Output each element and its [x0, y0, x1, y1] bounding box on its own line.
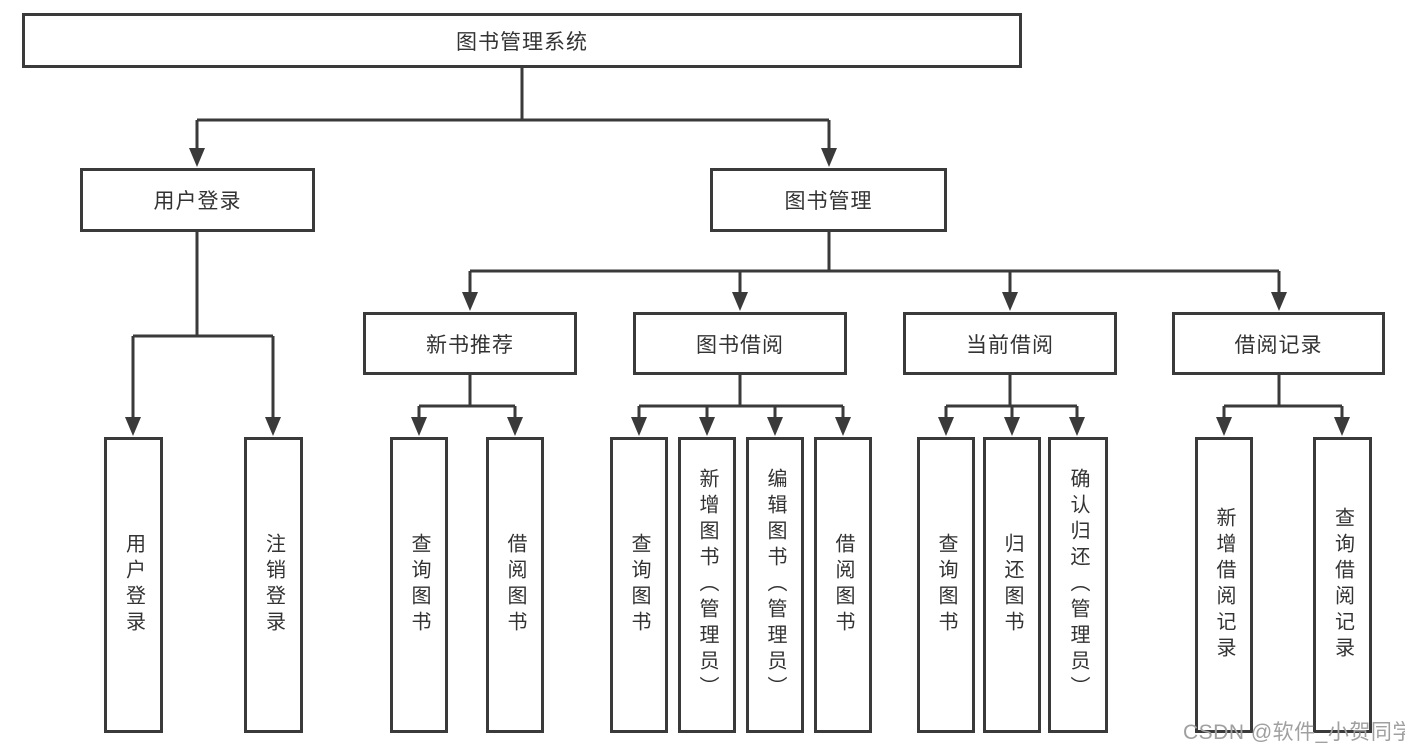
node-user-login-branch: 用户登录	[80, 168, 315, 232]
node-root-label: 图书管理系统	[456, 30, 588, 54]
node-book-borrowing-label: 图书借阅	[696, 333, 784, 357]
node-leaf-add-borrow-record: 新增借阅记录	[1195, 437, 1253, 733]
node-current-borrowing: 当前借阅	[903, 312, 1117, 375]
node-book-management-branch-label: 图书管理	[784, 190, 873, 213]
node-leaf-logout: 注销登录	[244, 437, 303, 733]
node-current-borrowing-label: 当前借阅	[966, 333, 1054, 357]
node-new-book-recommend-label: 新书推荐	[426, 333, 514, 357]
node-borrowing-records: 借阅记录	[1172, 312, 1385, 375]
node-root-system: 图书管理系统	[22, 13, 1022, 68]
node-book-management-branch: 图书管理	[710, 168, 947, 232]
node-leaf-user-login: 用户登录	[104, 437, 163, 733]
node-book-borrowing: 图书借阅	[633, 312, 847, 375]
node-leaf-query-borrow-record: 查询借阅记录	[1313, 437, 1372, 733]
node-new-book-recommend: 新书推荐	[363, 312, 577, 375]
node-borrowing-records-label: 借阅记录	[1234, 333, 1323, 357]
node-leaf-return-books: 归还图书	[983, 437, 1041, 733]
node-user-login-branch-label: 用户登录	[153, 190, 242, 213]
node-leaf-query-books-borrowing: 查询图书	[610, 437, 668, 733]
node-leaf-query-books-current: 查询图书	[917, 437, 975, 733]
node-leaf-add-books-admin: 新增图书（管理员）	[678, 437, 736, 733]
node-leaf-edit-books-admin: 编辑图书（管理员）	[746, 437, 804, 733]
node-leaf-borrow-books-borrowing: 借阅图书	[814, 437, 872, 733]
node-leaf-confirm-return-admin: 确认归还（管理员）	[1048, 437, 1108, 733]
node-leaf-borrow-books-recommend: 借阅图书	[486, 437, 544, 733]
csdn-watermark: CSDN @软件_小贺同学	[1183, 721, 1405, 744]
node-leaf-query-books-recommend: 查询图书	[390, 437, 448, 733]
